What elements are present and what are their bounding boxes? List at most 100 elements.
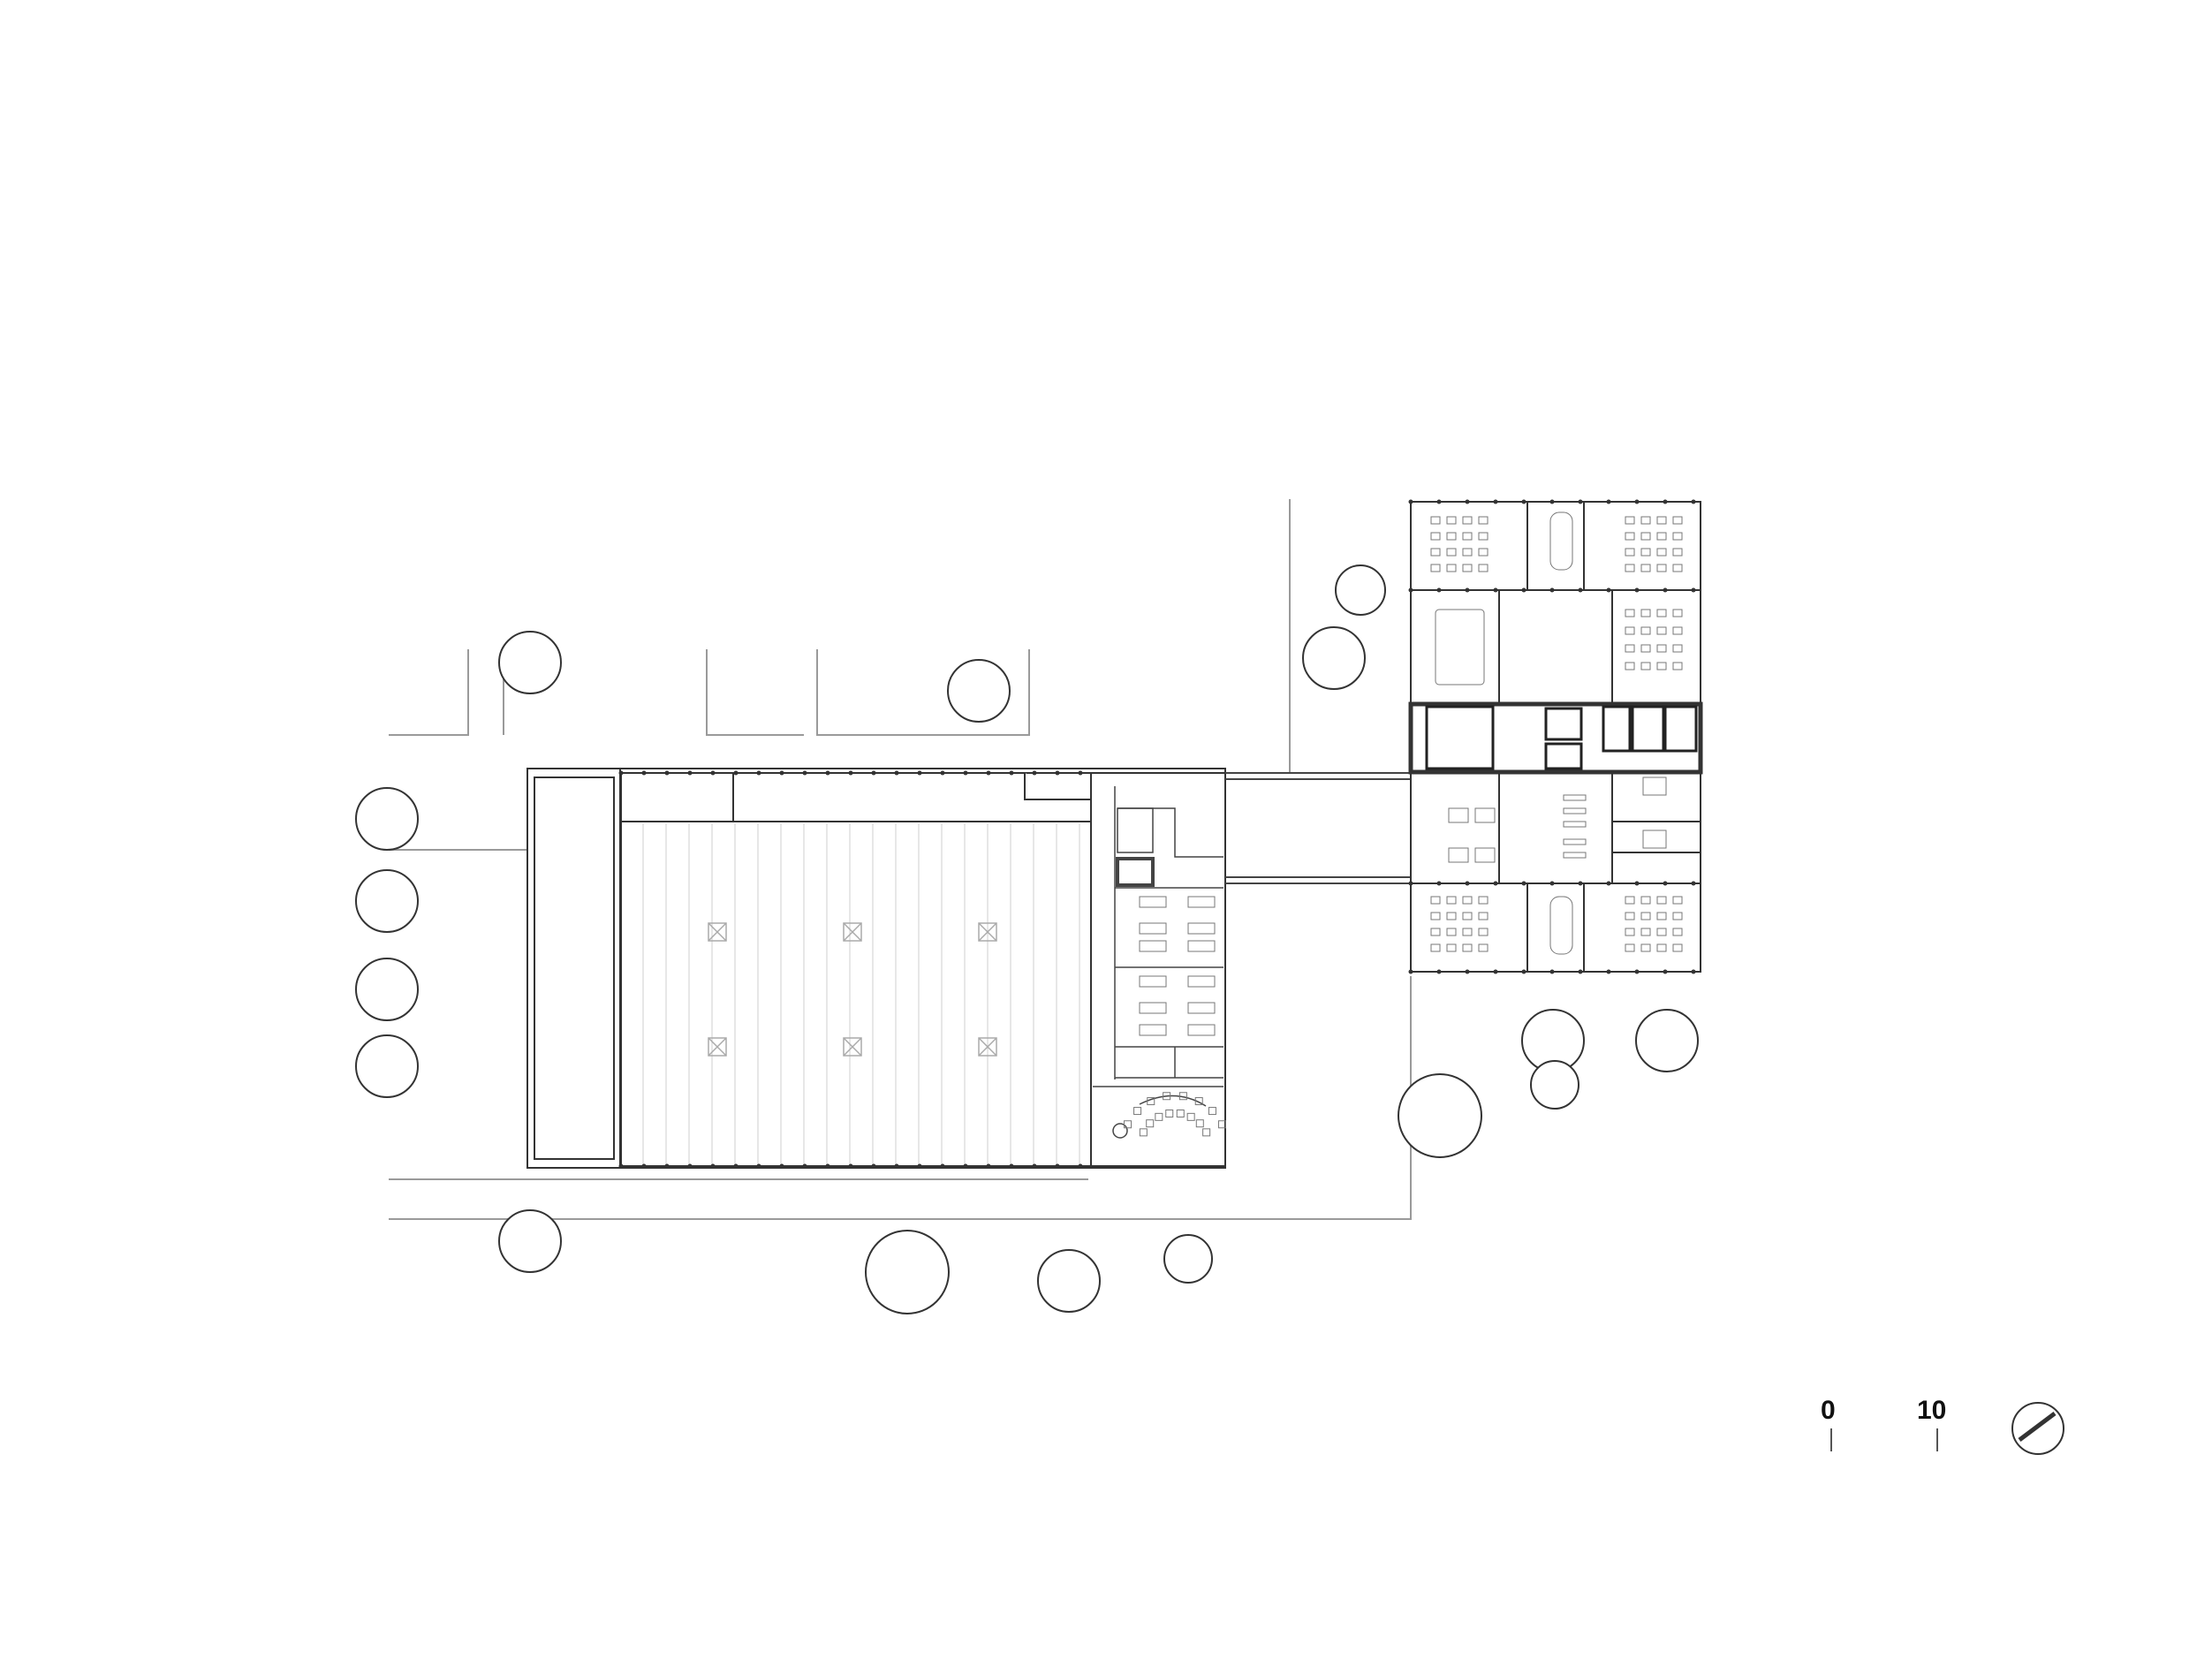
column-marker xyxy=(1606,969,1611,974)
column-marker xyxy=(1032,1163,1037,1169)
skylight-cross xyxy=(978,1037,997,1057)
office-desk xyxy=(1642,776,1667,796)
meeting-table xyxy=(1549,896,1573,955)
desk xyxy=(1430,564,1441,572)
column-marker xyxy=(687,770,693,776)
auditorium-seat xyxy=(1208,1107,1216,1116)
tree-icon xyxy=(1635,1009,1699,1072)
desk xyxy=(1656,532,1667,541)
desk xyxy=(1462,912,1473,920)
column-marker xyxy=(1408,969,1413,974)
desk xyxy=(1446,564,1457,572)
desk xyxy=(1462,943,1473,952)
classroom-furniture xyxy=(1124,896,1226,1137)
desk xyxy=(1625,912,1635,920)
desk xyxy=(1672,564,1683,572)
connecting-bridge xyxy=(1225,772,1412,884)
desk xyxy=(1640,516,1651,525)
core-rooms xyxy=(1425,705,1698,770)
auditorium-seat xyxy=(1195,1119,1204,1128)
desk xyxy=(1625,644,1635,653)
column-marker xyxy=(986,770,991,776)
skylight xyxy=(978,922,997,942)
column-marker xyxy=(848,1163,853,1169)
column-marker xyxy=(1663,881,1668,886)
desk xyxy=(1672,609,1683,617)
column-marker xyxy=(1549,881,1555,886)
desk xyxy=(1640,912,1651,920)
column-marker xyxy=(664,1163,670,1169)
column-marker xyxy=(779,1163,784,1169)
skylight-cross xyxy=(978,922,997,942)
auditorium-seat xyxy=(1176,1109,1185,1117)
desk xyxy=(1672,896,1683,905)
column-marker xyxy=(1078,1163,1083,1169)
desk xyxy=(1656,626,1667,635)
desk xyxy=(1430,548,1441,557)
tree-icon xyxy=(355,1034,419,1098)
skylight xyxy=(978,1037,997,1057)
column-marker xyxy=(1691,587,1696,593)
column-marker xyxy=(1078,770,1083,776)
desk xyxy=(1656,896,1667,905)
lounge-table xyxy=(1474,807,1496,823)
column-marker xyxy=(1691,881,1696,886)
desk xyxy=(1446,943,1457,952)
auditorium-seat xyxy=(1133,1107,1142,1116)
desk xyxy=(1672,548,1683,557)
desk xyxy=(1640,644,1651,653)
column-marker xyxy=(756,1163,761,1169)
column-marker xyxy=(1408,587,1413,593)
desk xyxy=(1478,516,1489,525)
lounge-table xyxy=(1474,847,1496,863)
stair xyxy=(1117,807,1154,853)
trees xyxy=(355,564,1699,1314)
column-marker xyxy=(917,770,922,776)
desk xyxy=(1625,943,1635,952)
desk xyxy=(1478,943,1489,952)
column-marker xyxy=(687,1163,693,1169)
shelf xyxy=(1563,852,1587,859)
service-wing xyxy=(1090,772,1226,1167)
desk xyxy=(1640,532,1651,541)
column-marker xyxy=(1663,499,1668,504)
column-marker xyxy=(825,1163,830,1169)
column-marker xyxy=(1436,587,1442,593)
desk xyxy=(1656,564,1667,572)
gym-building xyxy=(526,768,1226,1169)
desk xyxy=(1187,975,1216,988)
skylight xyxy=(843,1037,862,1057)
desk xyxy=(1446,896,1457,905)
column-marker xyxy=(963,1163,968,1169)
tree-icon xyxy=(1398,1073,1482,1158)
desk xyxy=(1625,532,1635,541)
tree-icon xyxy=(1335,564,1386,616)
tree-icon xyxy=(1302,626,1366,690)
desk xyxy=(1478,928,1489,936)
site-lines xyxy=(389,499,1412,1220)
column-marker xyxy=(1521,499,1526,504)
auditorium-seat xyxy=(1139,1128,1148,1137)
classroom-wing xyxy=(1093,786,1223,1139)
desk xyxy=(1656,609,1667,617)
desk xyxy=(1187,1002,1216,1014)
column-marker xyxy=(1055,770,1060,776)
desk xyxy=(1625,896,1635,905)
meeting-table xyxy=(1549,511,1573,571)
column-marker xyxy=(986,1163,991,1169)
desk xyxy=(1139,1002,1167,1014)
column-marker xyxy=(802,770,807,776)
column-marker xyxy=(1032,770,1037,776)
desk xyxy=(1640,609,1651,617)
lift xyxy=(1116,857,1155,887)
column-marker xyxy=(1465,881,1470,886)
tree-icon xyxy=(1163,1234,1213,1284)
column-marker xyxy=(1578,881,1583,886)
meeting-table xyxy=(1435,609,1485,686)
auditorium-seat xyxy=(1186,1112,1195,1121)
auditorium-seat xyxy=(1202,1128,1211,1137)
scale-bar-start-label: 0 xyxy=(1821,1396,1836,1425)
hall-skylights xyxy=(708,922,997,1057)
desk xyxy=(1478,896,1489,905)
tree-icon xyxy=(1530,1060,1579,1110)
